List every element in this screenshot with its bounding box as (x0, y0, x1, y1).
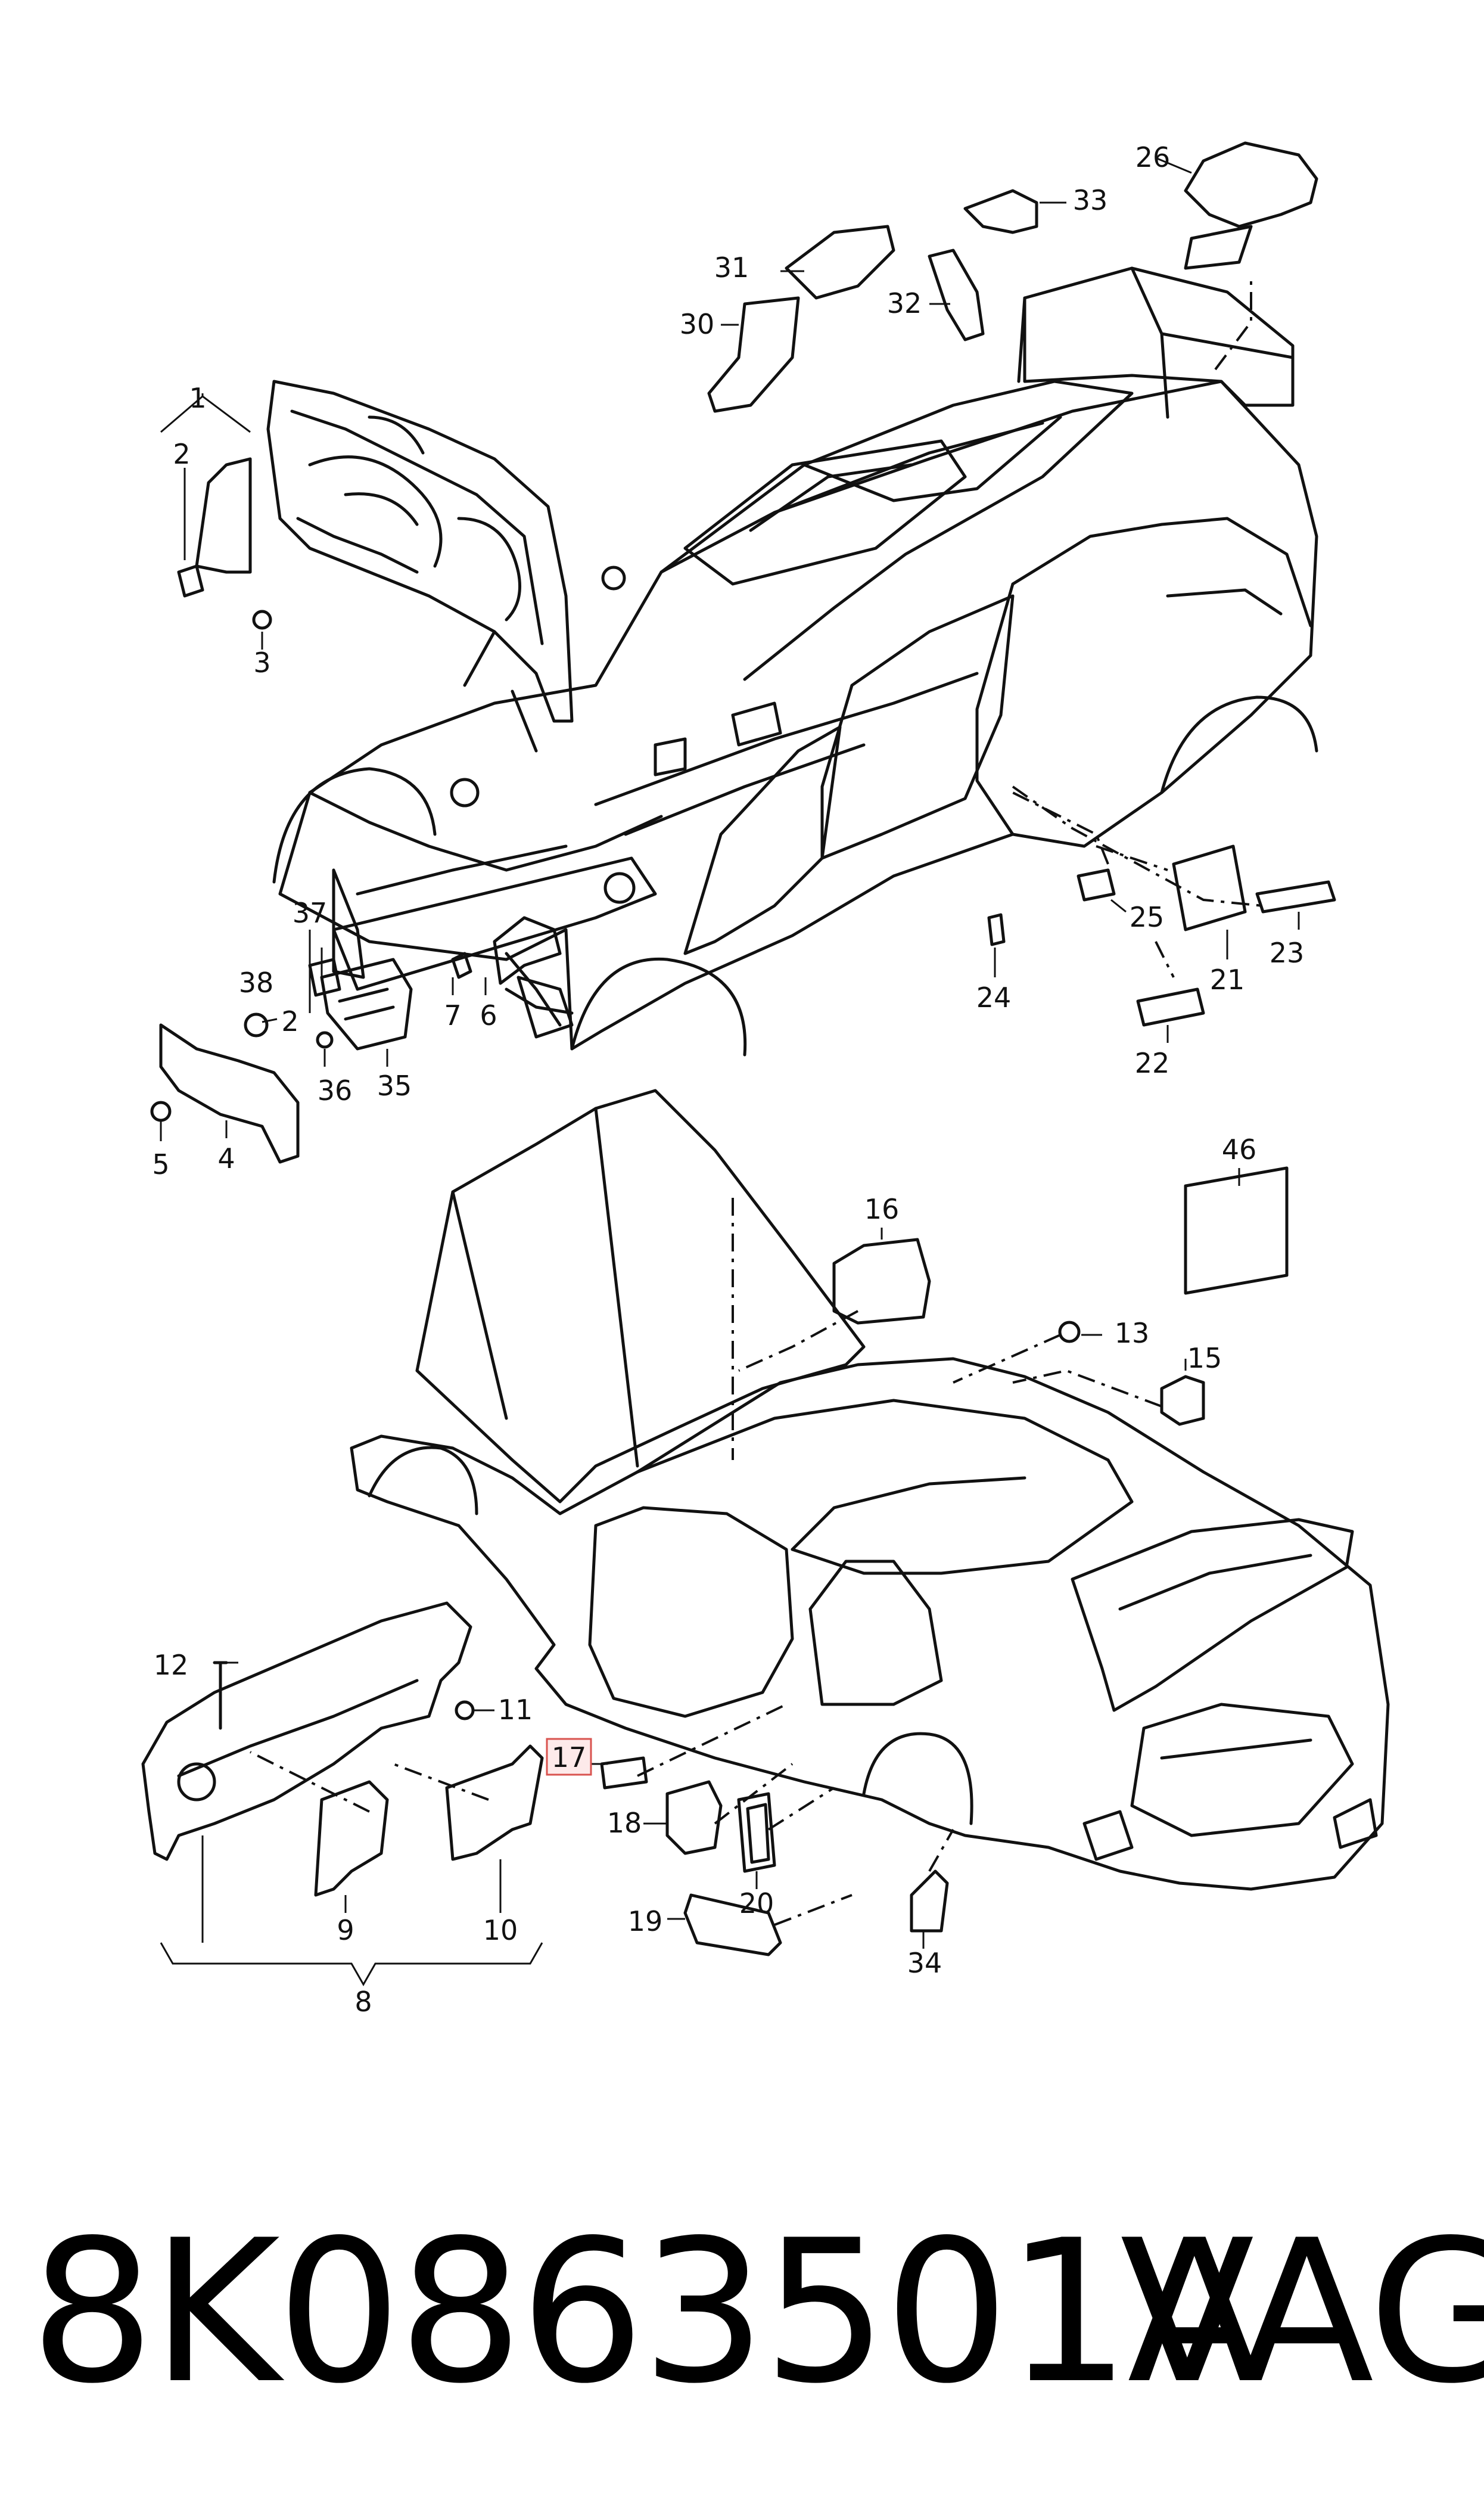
label-22: 22 (1135, 1047, 1170, 1079)
lower-car-body (350, 1089, 1390, 1891)
exploded-view-drawing: 1 2 3 26 33 31 32 30 37 38 2 7 6 36 35 5… (141, 141, 1390, 2018)
label-23: 23 (1270, 937, 1305, 969)
label-1: 1 (189, 382, 206, 414)
label-21: 21 (1210, 964, 1245, 996)
label-10: 10 (483, 1914, 518, 1946)
footer: 8K0863501A VAG (0, 2193, 1484, 2443)
highlight-box-17 (546, 1738, 592, 1776)
label-37: 37 (293, 897, 328, 929)
label-18: 18 (607, 1807, 642, 1839)
label-2: 2 (173, 438, 190, 470)
label-26: 26 (1135, 141, 1171, 173)
label-19: 19 (628, 1905, 663, 1937)
label-31: 31 (714, 251, 749, 284)
label-12: 12 (154, 1649, 189, 1681)
label-5: 5 (152, 1148, 169, 1181)
part-17-shape (600, 1756, 648, 1790)
label-16: 16 (864, 1193, 900, 1225)
label-6: 6 (480, 999, 497, 1032)
brand-name: VAG (1120, 2198, 1484, 2427)
clip-2 (177, 564, 204, 598)
label-20: 20 (739, 1887, 774, 1919)
part-16-shape (832, 1238, 931, 1325)
label-17: 17 (552, 1741, 587, 1773)
label-25: 25 (1130, 901, 1165, 933)
label-33: 33 (1073, 184, 1108, 216)
part-46-card (1184, 1166, 1289, 1295)
upper-car-body (266, 266, 1318, 1057)
label-4: 4 (217, 1142, 235, 1175)
label-34: 34 (907, 1947, 942, 1979)
label-36: 36 (318, 1074, 353, 1107)
label-2b: 2 (281, 1005, 298, 1038)
label-11: 11 (498, 1694, 533, 1726)
label-3: 3 (253, 647, 270, 679)
label-13: 13 (1115, 1317, 1150, 1349)
label-30: 30 (680, 308, 715, 340)
label-35: 35 (377, 1070, 412, 1102)
label-46: 46 (1222, 1133, 1257, 1166)
label-8: 8 (354, 1986, 372, 2018)
part-number: 8K0863501A (30, 2198, 1262, 2427)
label-7: 7 (444, 999, 461, 1032)
label-15: 15 (1187, 1342, 1222, 1374)
label-9: 9 (337, 1914, 354, 1946)
label-24: 24 (976, 981, 1012, 1014)
label-32: 32 (887, 287, 922, 319)
label-38: 38 (239, 967, 274, 999)
